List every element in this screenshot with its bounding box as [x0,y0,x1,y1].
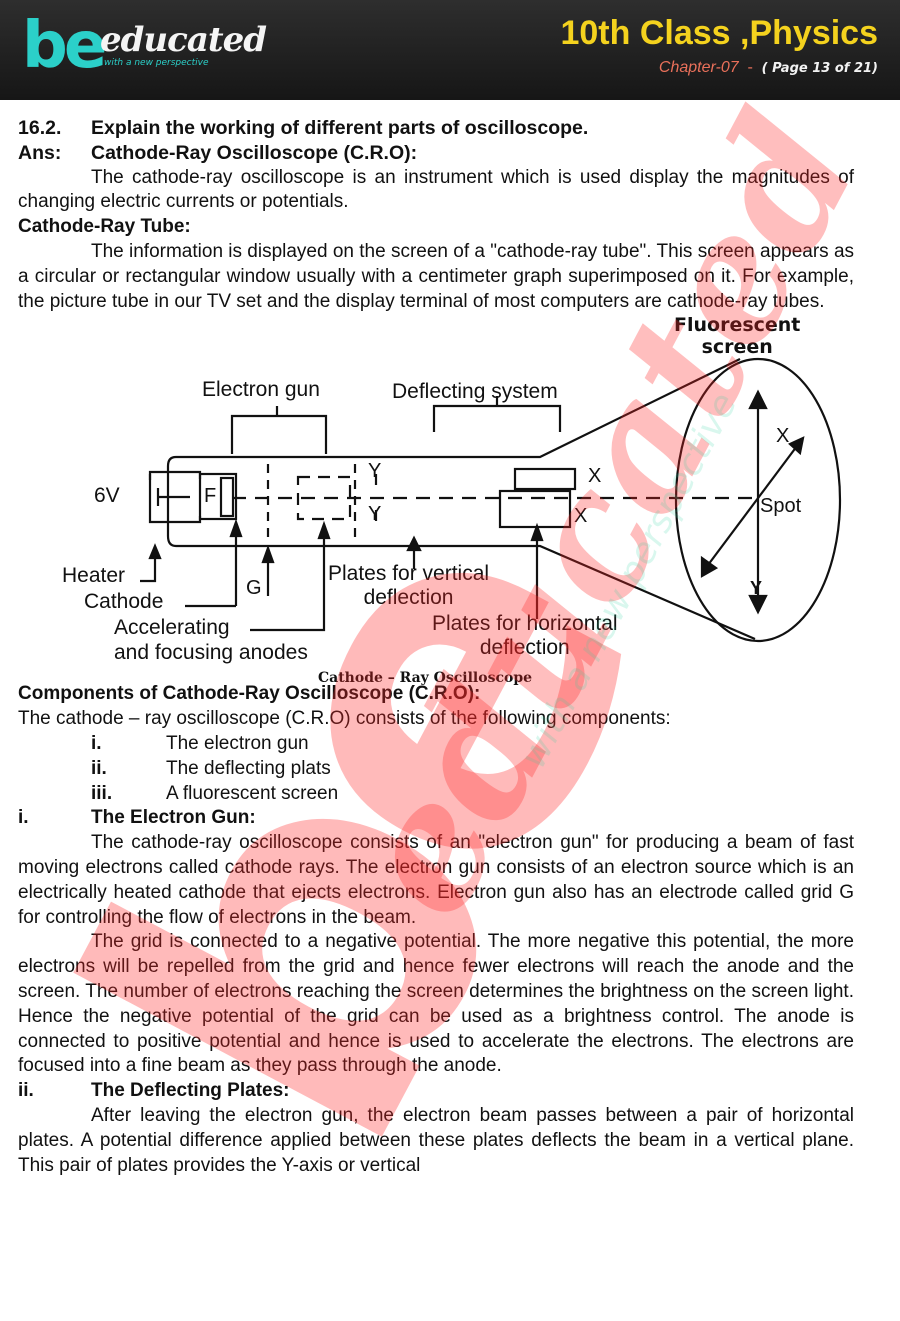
x-plate-bottom [498,490,572,529]
anode-box [296,476,352,521]
deflecting-system-brace [432,405,562,433]
label-accelerating: Accelerating [114,616,230,640]
header-dash: - [747,58,753,76]
list-item-number: ii. [91,757,107,779]
header-title: 10th Class ,Physics [560,14,878,52]
deflecting-plates-paragraph: After leaving the electron gun, the elec… [18,1104,854,1176]
list-item-number: i. [91,732,102,754]
answer-heading: Cathode-Ray Oscilloscope (C.R.O): [91,141,418,164]
list-item: ii. The deflecting plats [18,757,854,782]
logo-educated-text: educated [100,20,267,60]
cro-diagram-svg [140,358,842,643]
header-subtitle: Chapter-07 - ( Page 13 of 21) [659,58,878,77]
anode-leader [250,530,326,632]
fluorescent-screen-ellipse [674,358,842,643]
list-item: iii. A fluorescent screen [18,782,854,807]
screen-x-axis [704,441,801,571]
x-plate-top [513,468,577,491]
label-f: F [204,485,217,508]
label-fluorescent: Fluorescent [674,314,801,337]
crt-paragraph: The information is displayed on the scre… [18,240,855,312]
answer-label: Ans: [18,141,62,164]
answer-row: Ans: Cathode-Ray Oscilloscope (C.R.O): [18,141,854,166]
heater-coil [219,477,235,518]
deflecting-plates-section-heading: ii. The Deflecting Plates: [18,1079,854,1104]
question-text: Explain the working of different parts o… [91,117,589,139]
label-plates-vertical-1: Plates for vertical [328,562,490,586]
tube-upper-outline [176,358,741,459]
electron-gun-brace [230,415,328,455]
section-title: The Deflecting Plates: [91,1080,290,1102]
page-indicator: ( Page 13 of 21) [761,61,878,76]
components-intro: The cathode – ray oscilloscope (C.R.O) c… [18,708,671,730]
logo-tagline: with a new perspective [104,58,209,68]
label-x-bottom: X [574,505,588,528]
label-g: G [246,577,262,600]
diagram-caption: Cathode – Ray Oscilloscope [318,670,533,687]
heater-leader [140,558,157,583]
label-x-top: X [588,465,602,488]
electron-gun-paragraph-2: The grid is connected to a negative pote… [18,931,854,1077]
question-row: 16.2. Explain the working of different p… [18,116,854,141]
answer-paragraph: The cathode-ray oscilloscope is an instr… [18,166,854,213]
list-item: i. The electron gun [18,732,854,757]
label-screen: screen [701,336,773,359]
fluorescent-screen-label: Fluorescent screen [674,314,800,358]
question-number: 16.2. [18,117,62,139]
label-focusing-anodes: and focusing anodes [114,641,308,665]
chapter-label: Chapter-07 [658,59,739,76]
section-number: ii. [18,1080,34,1102]
electron-gun-section-heading: i. The Electron Gun: [18,806,854,831]
cathode-box [198,473,238,521]
section-number: i. [18,807,29,829]
label-y-top: Y [368,460,382,483]
electron-gun-paragraph-1: The cathode-ray oscilloscope consists of… [18,832,854,928]
label-plates-horizontal-1: Plates for horizontal [432,612,618,636]
label-x-screen: X [776,425,790,448]
section-title: The Electron Gun: [91,807,256,829]
label-y-bottom: Y [368,503,382,526]
components-heading: Components of Cathode-Ray Oscilloscope (… [18,683,481,705]
crt-heading: Cathode-Ray Tube: [18,216,191,238]
label-electron-gun: Electron gun [202,378,320,402]
label-deflecting-system: Deflecting system [392,380,558,404]
site-logo[interactable]: be educated with a new perspective [12,8,267,94]
page-header: be educated with a new perspective 10th … [0,0,900,100]
label-spot: Spot [760,495,802,518]
label-plates-vertical-2: deflection [363,586,454,610]
label-y-screen: Y [750,578,763,599]
list-item-text: The electron gun [166,732,309,754]
label-plates-horizontal: Plates for horizontal deflection [432,612,618,660]
list-item-number: iii. [91,782,113,804]
tube-lower-outline [166,456,756,641]
list-item-text: A fluorescent screen [166,782,339,804]
logo-be-text: be [22,9,107,83]
label-cathode: Cathode [84,590,164,614]
oscilloscope-diagram: Fluorescent screen Electron gun Deflecti… [18,314,854,686]
label-heater: Heater [62,564,126,588]
label-plates-horizontal-2: deflection [479,636,570,660]
list-item-text: The deflecting plats [166,757,331,779]
document-body: 16.2. Explain the working of different p… [18,116,854,1178]
label-plates-vertical: Plates for vertical deflection [328,562,489,610]
label-6v: 6V [94,484,120,508]
